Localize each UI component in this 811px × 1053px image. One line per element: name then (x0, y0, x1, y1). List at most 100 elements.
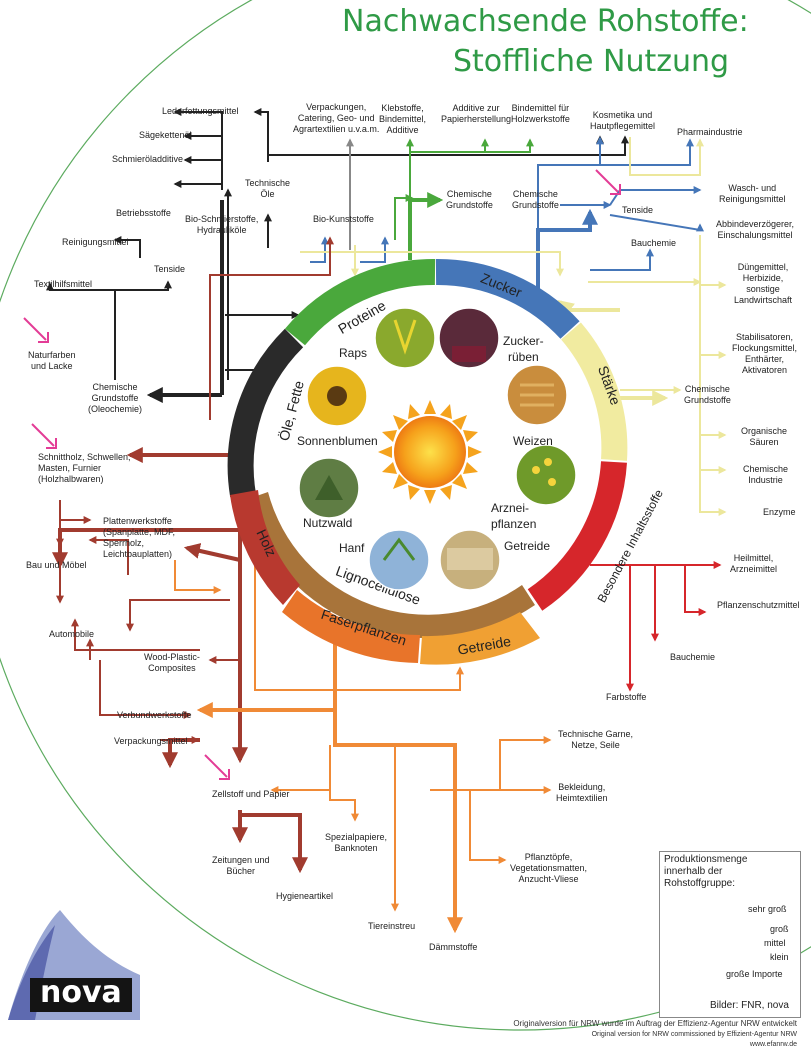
label-daemm: Dämmstoffe (429, 942, 478, 952)
photo-raps (374, 307, 436, 369)
plant-sonnenblumen: Sonnenblumen (297, 434, 378, 448)
plant-zucker1: Zucker- (503, 334, 544, 348)
seg-getreide (420, 612, 540, 665)
label-garne: Technische Garne, Netze, Seile (558, 729, 634, 750)
plant-getreide: Getreide (504, 539, 550, 553)
label-automobile: Automobile (49, 629, 95, 639)
label-saegekette: Sägekettenöl (139, 130, 192, 140)
import-arrows (23, 169, 621, 780)
seg-besondere (527, 460, 627, 611)
page-title-line1: Nachwachsende Rohstoffe: (342, 4, 749, 39)
label-bau: Bau und Möbel (26, 560, 87, 570)
label-reinigung: Reinigungsmittel (62, 237, 129, 247)
seg-staerke (560, 322, 628, 461)
label-duengemittel: Düngemittel, Herbizide, sonstige Landwir… (734, 262, 793, 305)
label-bauchemie-bottom: Bauchemie (670, 652, 716, 662)
label-wasch: Wasch- und Reinigungsmittel (719, 183, 786, 204)
label-chem-oleo: Chemische Grundstoffe (Oleochemie) (88, 382, 143, 414)
label-heilmittel: Heilmittel, Arzneimittel (730, 553, 778, 574)
footer-line1: Originalversion für NRW wurde im Auftrag… (513, 1019, 797, 1028)
label-tenside-left: Tenside (154, 264, 186, 274)
label-additive-papier: Additive zur Papierherstellung (441, 103, 512, 124)
label-techn-oele: Technische Öle (245, 178, 291, 199)
label-kosmetik: Kosmetika und Hautpflegemittel (590, 110, 656, 131)
sugar-arrows (310, 136, 704, 271)
label-schmieroel: Schmieröladditive (112, 154, 184, 164)
legend-bilder: Bilder: FNR, nova (710, 1000, 789, 1011)
footer-line2: Original version for NRW commissioned by… (591, 1031, 797, 1038)
plant-zucker2: rüben (508, 350, 539, 364)
plant-arznei1: Arznei- (491, 501, 529, 515)
starch-arrows (300, 137, 727, 516)
label-bindemittel: Bindemittel für Holzwerkstoffe (511, 103, 570, 124)
footer-line3: www.efanrw.de (749, 1041, 797, 1048)
label-klebstoffe: Klebstoffe, Bindemittel, Additive (379, 103, 427, 135)
label-naturfarben: Naturfarben und Lacke (28, 350, 76, 371)
label-chem-industrie: Chemische Industrie (743, 464, 789, 485)
plant-nutzwald: Nutzwald (303, 516, 352, 530)
ring (227, 258, 628, 665)
seg-lignocellulose (245, 492, 535, 639)
sugar-main-arrow (536, 208, 598, 290)
label-wpc: Wood-Plastic- Composites (144, 652, 200, 673)
seg-zucker (435, 258, 580, 339)
label-bio-kunst: Bio-Kunststoffe (313, 214, 374, 224)
plant-weizen: Weizen (513, 434, 553, 448)
label-abbinde: Abbindeverzögerer, Einschalungsmittel (716, 219, 795, 240)
label-platten: Plattenwerkstoffe (Spanplatte, MDF, Sper… (103, 516, 176, 559)
legend-gross: groß (770, 924, 789, 934)
plant-hanf: Hanf (339, 541, 365, 555)
photo-details (315, 319, 556, 570)
seg-faserpflanzen (282, 590, 420, 663)
legend: Produktionsmenge innerhalb der Rohstoffg… (659, 851, 801, 1018)
label-spezial: Spezialpapiere, Banknoten (325, 832, 388, 853)
label-pharma: Pharmaindustrie (677, 127, 743, 137)
photo-arzneipflanzen (515, 444, 577, 506)
legend-importe: große Importe (726, 969, 783, 979)
label-chem-protein: Chemische Grundstoffe (446, 189, 493, 210)
wood-arrows (56, 236, 334, 744)
plant-arznei2: pflanzen (491, 517, 536, 531)
label-chem-zucker: Chemische Grundstoffe (512, 189, 559, 210)
ring-text-oele: Öle, Fette (275, 379, 307, 443)
label-pflanztoepfe: Pflanztöpfe, Vegetationsmatten, Anzucht-… (510, 852, 588, 884)
label-bio-schmier: Bio-Schmierstoffe, Hydrauliköle (185, 214, 259, 235)
label-enzyme: Enzyme (763, 507, 796, 517)
label-verpackung: Verpackungsmittel (114, 736, 188, 746)
legend-klein: klein (770, 952, 789, 962)
fiber-arrows (174, 560, 552, 912)
seg-proteine (285, 258, 436, 346)
nova-logo-text: nova (40, 975, 122, 1010)
sun (378, 400, 482, 504)
label-zellstoff: Zellstoff und Papier (212, 789, 290, 799)
photo-hanf (368, 529, 430, 591)
seg-holz (230, 490, 300, 605)
label-farbstoffe: Farbstoffe (606, 692, 647, 702)
legend-sehr-gross: sehr groß (748, 904, 787, 914)
label-tenside-right: Tenside (622, 205, 654, 215)
outer-circle (0, 0, 811, 1031)
starch-main-arrow-2 (557, 300, 620, 317)
legend-title: Produktionsmenge innerhalb der Rohstoffg… (664, 854, 748, 889)
nova-logo (8, 910, 140, 1020)
fiber-main-arrows (196, 640, 463, 934)
label-bauchemie-top: Bauchemie (631, 238, 677, 248)
page-title-line2: Stoffliche Nutzung (453, 44, 730, 79)
label-hygiene: Hygieneartikel (276, 891, 334, 901)
label-schnittholz: Schnittholz, Schwellen, Masten, Furnier … (38, 452, 131, 484)
legend-mittel: mittel (764, 938, 786, 948)
plant-raps: Raps (339, 346, 367, 360)
label-betriebsstoffe: Betriebsstoffe (116, 208, 171, 218)
protein-main-arrow (408, 192, 444, 260)
oil-arrows (46, 108, 629, 380)
label-pflanzenschutz: Pflanzenschutzmittel (717, 600, 800, 610)
label-chem-grund-right: Chemische Grundstoffe (684, 384, 731, 405)
label-bekleidung: Bekleidung, Heimtextilien (556, 782, 608, 803)
label-zeitungen: Zeitungen und Bücher (212, 855, 270, 876)
label-textilhilf: Textilhilfsmittel (34, 279, 93, 289)
label-org-saeuren: Organische Säuren (741, 426, 788, 447)
special-arrows (590, 561, 722, 692)
seg-oele (227, 328, 304, 498)
label-verpackungen-top: Verpackungen, Catering, Geo- und Agrarte… (293, 102, 380, 134)
